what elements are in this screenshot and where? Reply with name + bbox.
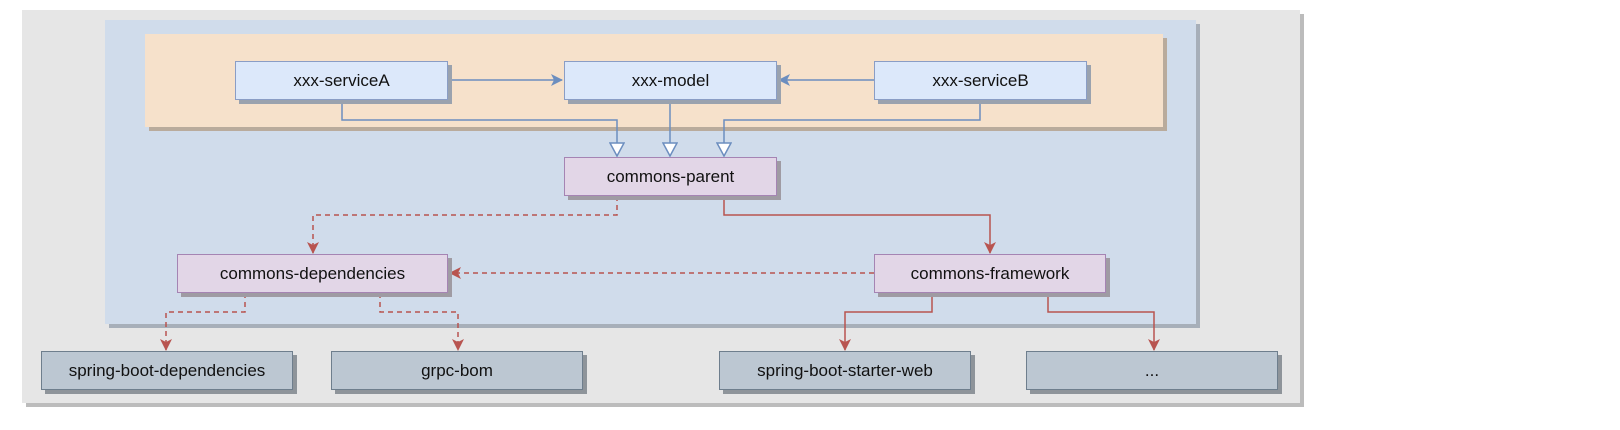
- edge-parent-framework: [723, 196, 996, 254]
- node-commons-parent: commons-parent: [564, 157, 777, 196]
- edge-servicea-parent: [341, 100, 617, 156]
- node-service-b: xxx-serviceB: [874, 61, 1087, 100]
- edge-parent-dependencies: [307, 196, 618, 254]
- node-grpc-bom: grpc-bom: [331, 351, 583, 390]
- edge-dependencies-grpc: [379, 293, 464, 351]
- node-ellipsis: ...: [1026, 351, 1278, 390]
- edge-framework-ellipsis: [1047, 293, 1160, 351]
- node-commons-dependencies: commons-dependencies: [177, 254, 448, 293]
- node-spring-boot-starter-web: spring-boot-starter-web: [719, 351, 971, 390]
- edge-dependencies-springboot: [160, 293, 246, 351]
- edge-serviceb-parent: [724, 100, 981, 156]
- node-model: xxx-model: [564, 61, 777, 100]
- node-service-a: xxx-serviceA: [235, 61, 448, 100]
- node-commons-framework: commons-framework: [874, 254, 1106, 293]
- node-spring-boot-dependencies: spring-boot-dependencies: [41, 351, 293, 390]
- edge-framework-starterweb: [839, 293, 933, 351]
